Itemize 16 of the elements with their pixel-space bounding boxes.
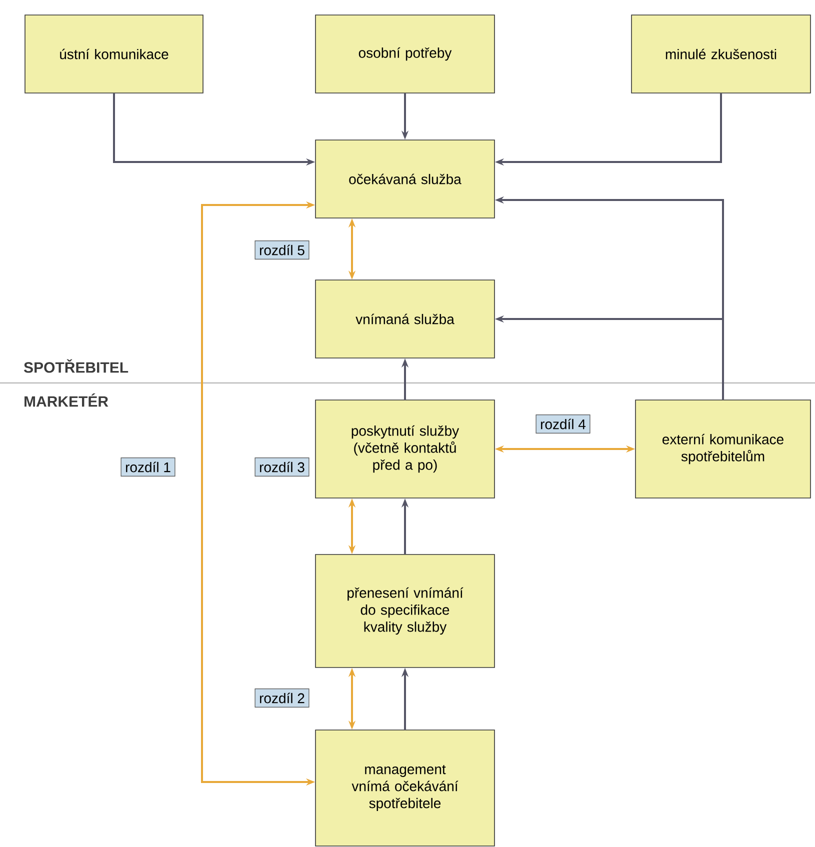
edge-label: rozdíl 4 [536, 414, 590, 434]
process-box: očekávaná služba [315, 140, 495, 218]
edge-label: rozdíl 2 [254, 688, 310, 708]
edge-label: rozdíl 5 [254, 240, 310, 260]
process-box: poskytnutí služby (včetně kontaktů před a po) [315, 400, 495, 498]
process-box: management vnímá očekávání spotřebitele [315, 730, 495, 846]
process-box: vnímaná služba [315, 280, 495, 358]
section-label: SPOTŘEBITEL [24, 359, 128, 373]
edge-label: rozdíl 1 [120, 457, 176, 477]
process-box: osobní potřeby [315, 14, 495, 94]
process-box: externí komunikace spotřebitelům [635, 400, 811, 498]
process-box: ústní komunikace [24, 14, 204, 94]
section-label: MARKETÉR [24, 393, 108, 407]
process-box: přenesení vnímání do specifikace kvality služby [315, 554, 495, 668]
edge-label: rozdíl 3 [254, 457, 310, 477]
process-box: minulé zkušenosti [631, 14, 811, 94]
